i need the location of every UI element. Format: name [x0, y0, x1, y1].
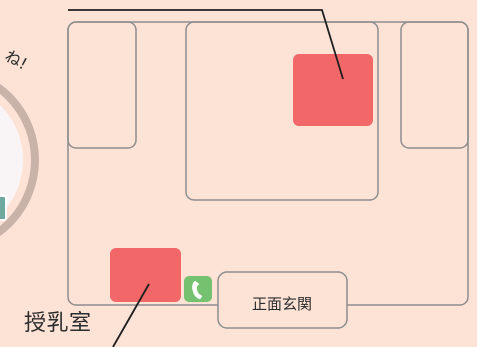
- room-left-upper: [67, 21, 137, 149]
- phone-icon: [192, 280, 203, 300]
- room-right: [400, 21, 469, 149]
- room-center: [185, 21, 379, 201]
- nursing-room-label: 授乳室: [24, 311, 92, 336]
- badge-circle-ring: [0, 83, 39, 237]
- highlight-area-upper: [293, 54, 373, 126]
- main-entrance-box: [217, 271, 348, 329]
- leader-line-top: [68, 9, 344, 80]
- leader-line-nursing: [112, 283, 150, 347]
- phone-icon-bg: [184, 276, 212, 302]
- curved-label: ね!: [2, 46, 31, 73]
- nursing-room-area: [110, 248, 181, 302]
- badge-circle-fill: [0, 104, 23, 216]
- badge-tab: [0, 195, 7, 221]
- main-entrance-label: 正面玄関: [251, 295, 312, 313]
